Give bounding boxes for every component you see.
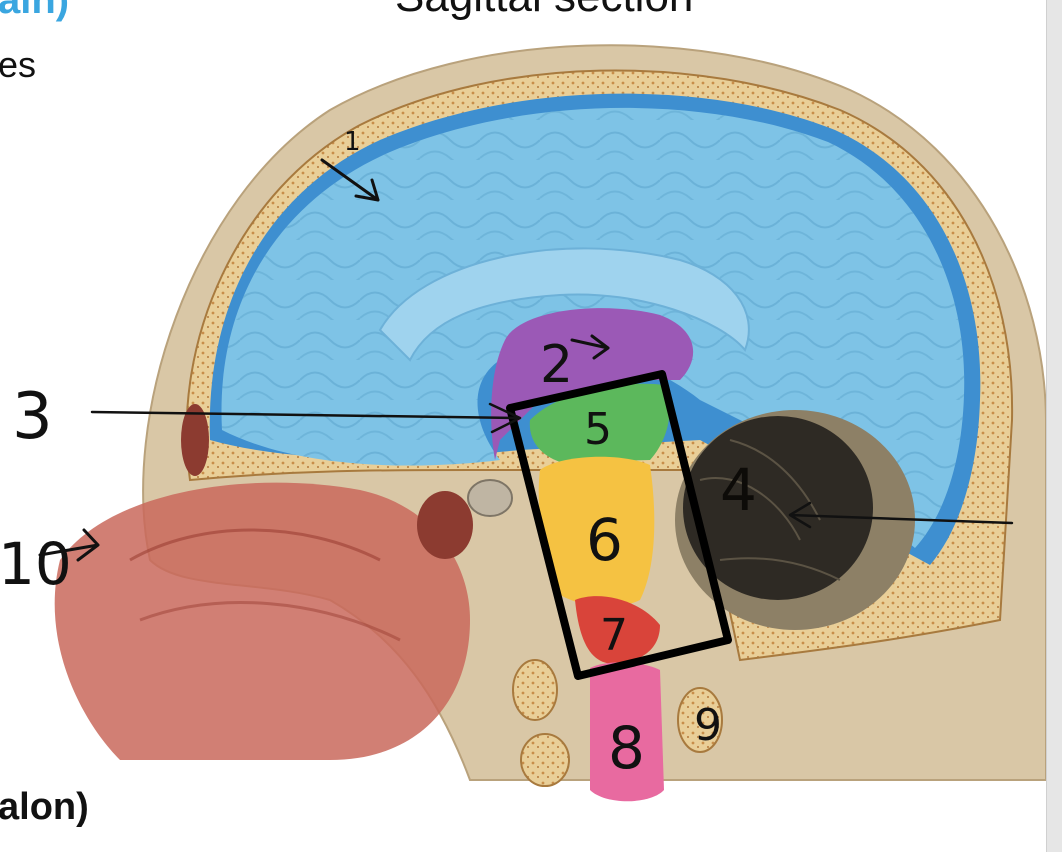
- pituitary: [467, 479, 513, 517]
- label-3: 3: [12, 380, 53, 454]
- arrow-1: [320, 158, 380, 202]
- label-6: 6: [586, 506, 623, 574]
- text-fragment-top-left: es: [0, 44, 37, 85]
- arrow-3: [90, 402, 522, 434]
- midbrain: [529, 383, 670, 462]
- label-2: 2: [540, 335, 573, 395]
- medulla: [575, 596, 660, 664]
- label-9: 9: [694, 700, 722, 751]
- label-1: 1: [344, 127, 361, 157]
- label-5: 5: [584, 404, 612, 455]
- arrow-10: [38, 528, 100, 562]
- label-7: 7: [600, 610, 628, 661]
- scrollbar[interactable]: [1046, 0, 1062, 852]
- vertebra-lower: [520, 733, 570, 787]
- heading-sagittal-section: Sagittal section: [395, 0, 693, 22]
- text-fragment-bottom-left: alon): [0, 786, 89, 828]
- spinal-cord: [590, 662, 664, 802]
- diencephalon: [491, 308, 694, 460]
- label-4: 4: [720, 456, 757, 524]
- vertebra-upper: [512, 659, 558, 721]
- heading-left-fragment: ain): [0, 0, 70, 22]
- label-8: 8: [608, 714, 645, 782]
- corpus-callosum: [378, 247, 750, 362]
- frontal-sinus: [181, 404, 209, 476]
- label-10: 10: [0, 530, 72, 598]
- arrow-4: [788, 501, 1014, 529]
- sphenoid-sinus: [417, 491, 473, 559]
- vertebra-posterior: [677, 687, 723, 753]
- arrow-2: [570, 334, 610, 360]
- pons: [538, 456, 655, 608]
- brainstem-highlight-box: [506, 370, 732, 680]
- nasal-cavity: [54, 482, 471, 760]
